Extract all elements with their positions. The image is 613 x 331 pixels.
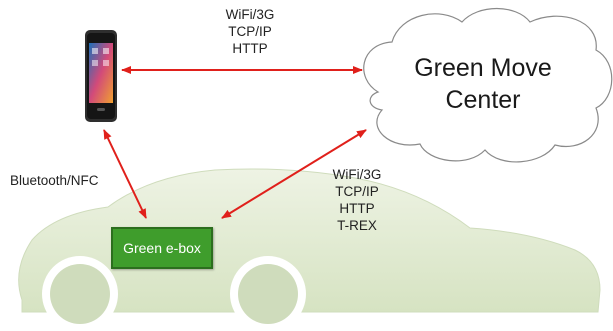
green-ebox: Green e-box xyxy=(111,227,213,269)
phone-link-protocol: WiFi/3G xyxy=(225,7,275,22)
smartphone-icon xyxy=(85,30,117,122)
cloud-link-protocol: T-REX xyxy=(337,218,377,233)
car-icon xyxy=(18,168,601,331)
phone-ebox-arrow xyxy=(103,129,147,219)
cloud-link-protocol: HTTP xyxy=(339,201,375,216)
cloud-link-protocol: WiFi/3G xyxy=(332,167,382,182)
cloud-title: Green Move Center xyxy=(398,52,568,116)
cloud-ebox-arrow xyxy=(221,129,367,219)
cloud-ebox-protocols: WiFi/3G TCP/IP HTTP T-REX xyxy=(322,166,392,234)
phone-cloud-protocols: WiFi/3G TCP/IP HTTP xyxy=(200,6,300,57)
bluetooth-link-label: Bluetooth/NFC xyxy=(10,173,99,188)
cloud-link-protocol: TCP/IP xyxy=(335,184,379,199)
phone-link-protocol: HTTP xyxy=(232,41,268,56)
cloud-title-line: Center xyxy=(445,86,521,114)
phone-link-protocol: TCP/IP xyxy=(228,24,272,39)
cloud-icon xyxy=(363,7,613,163)
cloud-title-line: Green Move xyxy=(414,54,552,82)
